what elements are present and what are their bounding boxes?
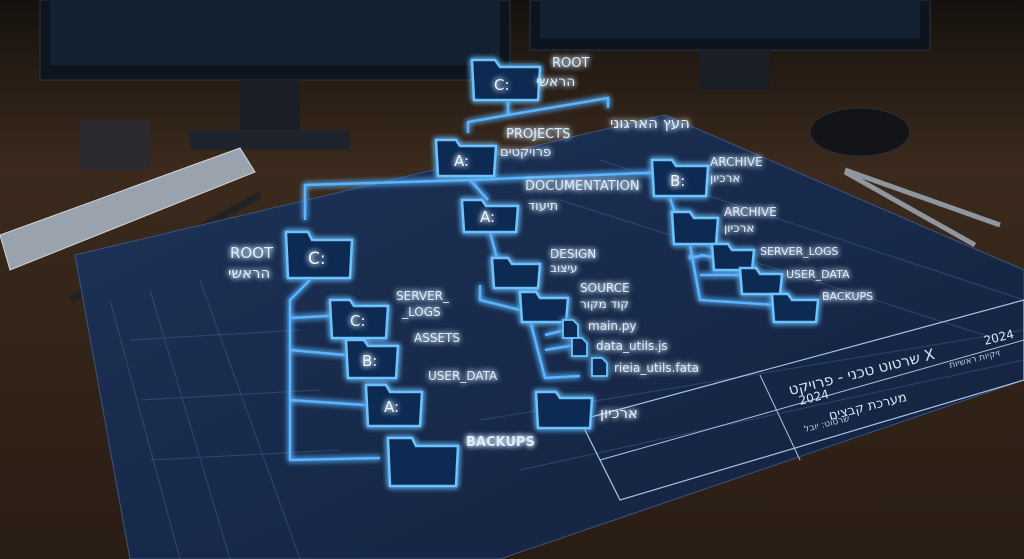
file-icon-1 <box>562 319 579 339</box>
label-archive-top-en: ARCHIVE <box>710 155 763 169</box>
folder-projects-icon <box>434 138 498 178</box>
folder-right-2-icon <box>738 266 784 296</box>
label-archive-he: ארכיון <box>600 404 638 422</box>
folder-glyphs <box>284 58 820 488</box>
folder-root-left-icon <box>284 230 354 280</box>
label-source-he: קוד מקור <box>580 297 629 311</box>
label-assets-en: ASSETS <box>414 331 460 345</box>
folder-server-logs-icon <box>328 298 390 340</box>
label-right-item-2: USER_DATA <box>786 268 850 281</box>
label-root-left-he: הראשי <box>228 264 270 282</box>
drive-archive-top: B: <box>670 172 685 190</box>
folder-documentation-icon <box>460 198 520 234</box>
drive-projects: A: <box>454 152 469 170</box>
folder-design-icon <box>490 256 542 290</box>
label-projects-he: פרויקטים <box>500 145 551 160</box>
file-icon-2 <box>571 337 588 357</box>
file-icon-3 <box>591 357 608 377</box>
file-name-2: data_utils.js <box>596 339 668 353</box>
tree-labels: ROOT הראשי העץ הארגוני PROJECTS פרויקטים… <box>228 56 873 450</box>
drive-letters: C: A: B: A: C: C: B: A: <box>308 76 685 416</box>
compass <box>843 167 1001 248</box>
label-archive-top-he: ארכיון <box>710 171 740 185</box>
pen-cup <box>80 120 150 170</box>
folder-root-top-icon <box>470 58 542 102</box>
drive-assets: B: <box>362 352 377 370</box>
label-backups-en: BACKUPS <box>466 435 535 450</box>
monitor-right <box>529 0 931 90</box>
label-design-en: DESIGN <box>550 247 596 261</box>
folder-assets-icon <box>344 338 400 380</box>
label-root-top-en: ROOT <box>552 56 589 71</box>
label-documentation-en: DOCUMENTATION <box>525 179 640 194</box>
file-name-1: main.py <box>588 319 637 333</box>
ruler <box>0 147 256 271</box>
label-server-logs-en: SERVER_ <box>396 289 450 303</box>
drive-documentation: A: <box>480 208 495 226</box>
label-documentation-he: תיעוד <box>528 199 558 214</box>
drive-server-logs: C: <box>350 312 366 330</box>
file-glyphs <box>562 319 608 377</box>
folder-archive-he-icon <box>534 390 594 430</box>
drive-root-top: C: <box>494 76 510 94</box>
label-root-top-he: הראשי <box>536 74 575 90</box>
label-root-left-en: ROOT <box>230 244 274 262</box>
label-source-en: SOURCE <box>580 281 630 295</box>
blueprint-sheet <box>74 114 1024 559</box>
drive-user-data: A: <box>384 398 399 416</box>
label-projects-en: PROJECTS <box>506 127 570 142</box>
mouse <box>809 107 911 157</box>
monitor-left <box>39 0 511 150</box>
folder-archive-top-icon <box>650 158 710 198</box>
folder-user-data-icon <box>364 383 424 428</box>
drive-root-left: C: <box>308 249 326 269</box>
folder-source-icon <box>518 290 570 324</box>
label-archive-right-en: ARCHIVE <box>724 205 777 219</box>
label-right-item-3: BACKUPS <box>822 290 873 303</box>
folder-right-3-icon <box>770 292 820 324</box>
file-name-3: rieia_utils.fata <box>614 361 699 375</box>
label-right-item-1: SERVER_LOGS <box>760 245 839 258</box>
label-design-he: עיצוב <box>550 261 578 275</box>
label-org-tree-he: העץ הארגוני <box>610 114 690 132</box>
folder-right-1-icon <box>710 242 756 272</box>
label-archive-right-he: ארכיון <box>724 221 754 235</box>
folder-backups-icon <box>386 436 460 488</box>
folder-archive-right-icon <box>670 210 720 246</box>
label-server-logs-en2: _LOGS <box>401 305 441 319</box>
label-user-data-en: USER_DATA <box>428 369 498 383</box>
